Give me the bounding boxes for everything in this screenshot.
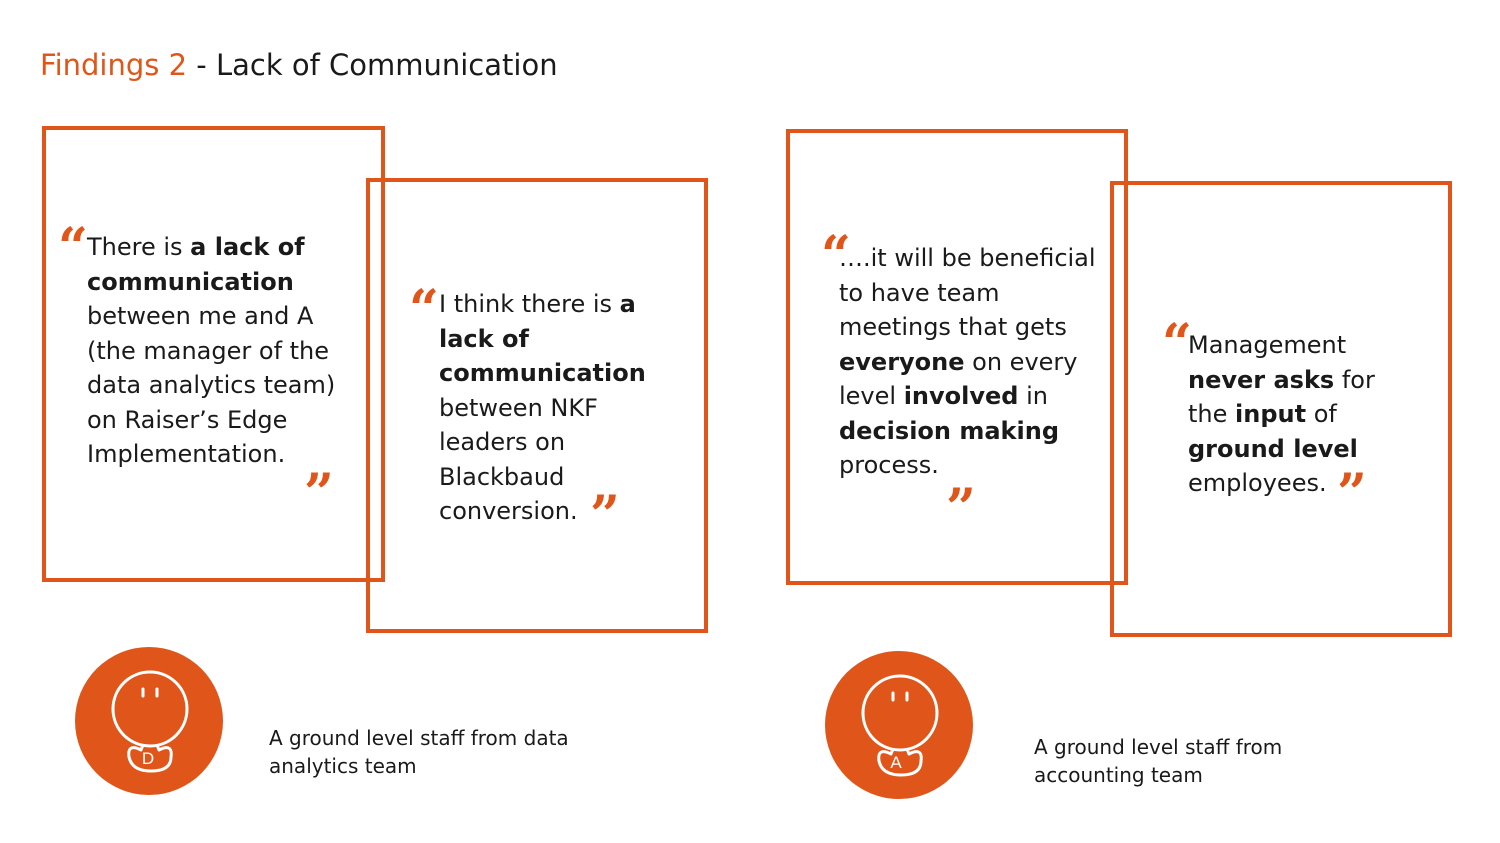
close-quote-mark-3: ” [946,478,976,539]
open-quote-mark-4: “ [1162,313,1192,374]
persona-caption-a: A ground level staff from accounting tea… [1034,735,1283,787]
svg-text:A: A [890,753,902,772]
quote-text-2: I think there is a lack of communication… [439,290,646,525]
avatar-d: D [75,647,223,795]
quote-card-2 [366,178,708,633]
quote-card-1 [42,126,385,582]
page-title: Findings 2 - Lack of Communication [40,48,558,82]
quote-text-1: There is a lack of communication between… [87,233,336,468]
person-icon: D [111,670,189,773]
title-rest: - Lack of Communication [187,48,558,82]
close-quote-mark-2: ” [590,485,620,546]
title-accent: Findings 2 [40,48,188,82]
close-quote-mark-4: ” [1337,463,1367,524]
quote-text-4: Management never asks for the input of g… [1188,331,1375,497]
person-icon: A [861,674,939,777]
open-quote-mark-2: “ [409,279,439,340]
avatar-a: A [825,651,973,799]
open-quote-mark-1: “ [58,217,88,278]
open-quote-mark-3: “ [821,225,851,286]
quote-card-3 [786,129,1128,585]
close-quote-mark-1: ” [304,463,334,524]
persona-caption-d: A ground level staff from data analytics… [269,726,569,778]
svg-text:D: D [142,749,154,768]
quote-card-4 [1110,181,1452,637]
quote-text-3: ….it will be beneficial to have team mee… [839,244,1096,479]
